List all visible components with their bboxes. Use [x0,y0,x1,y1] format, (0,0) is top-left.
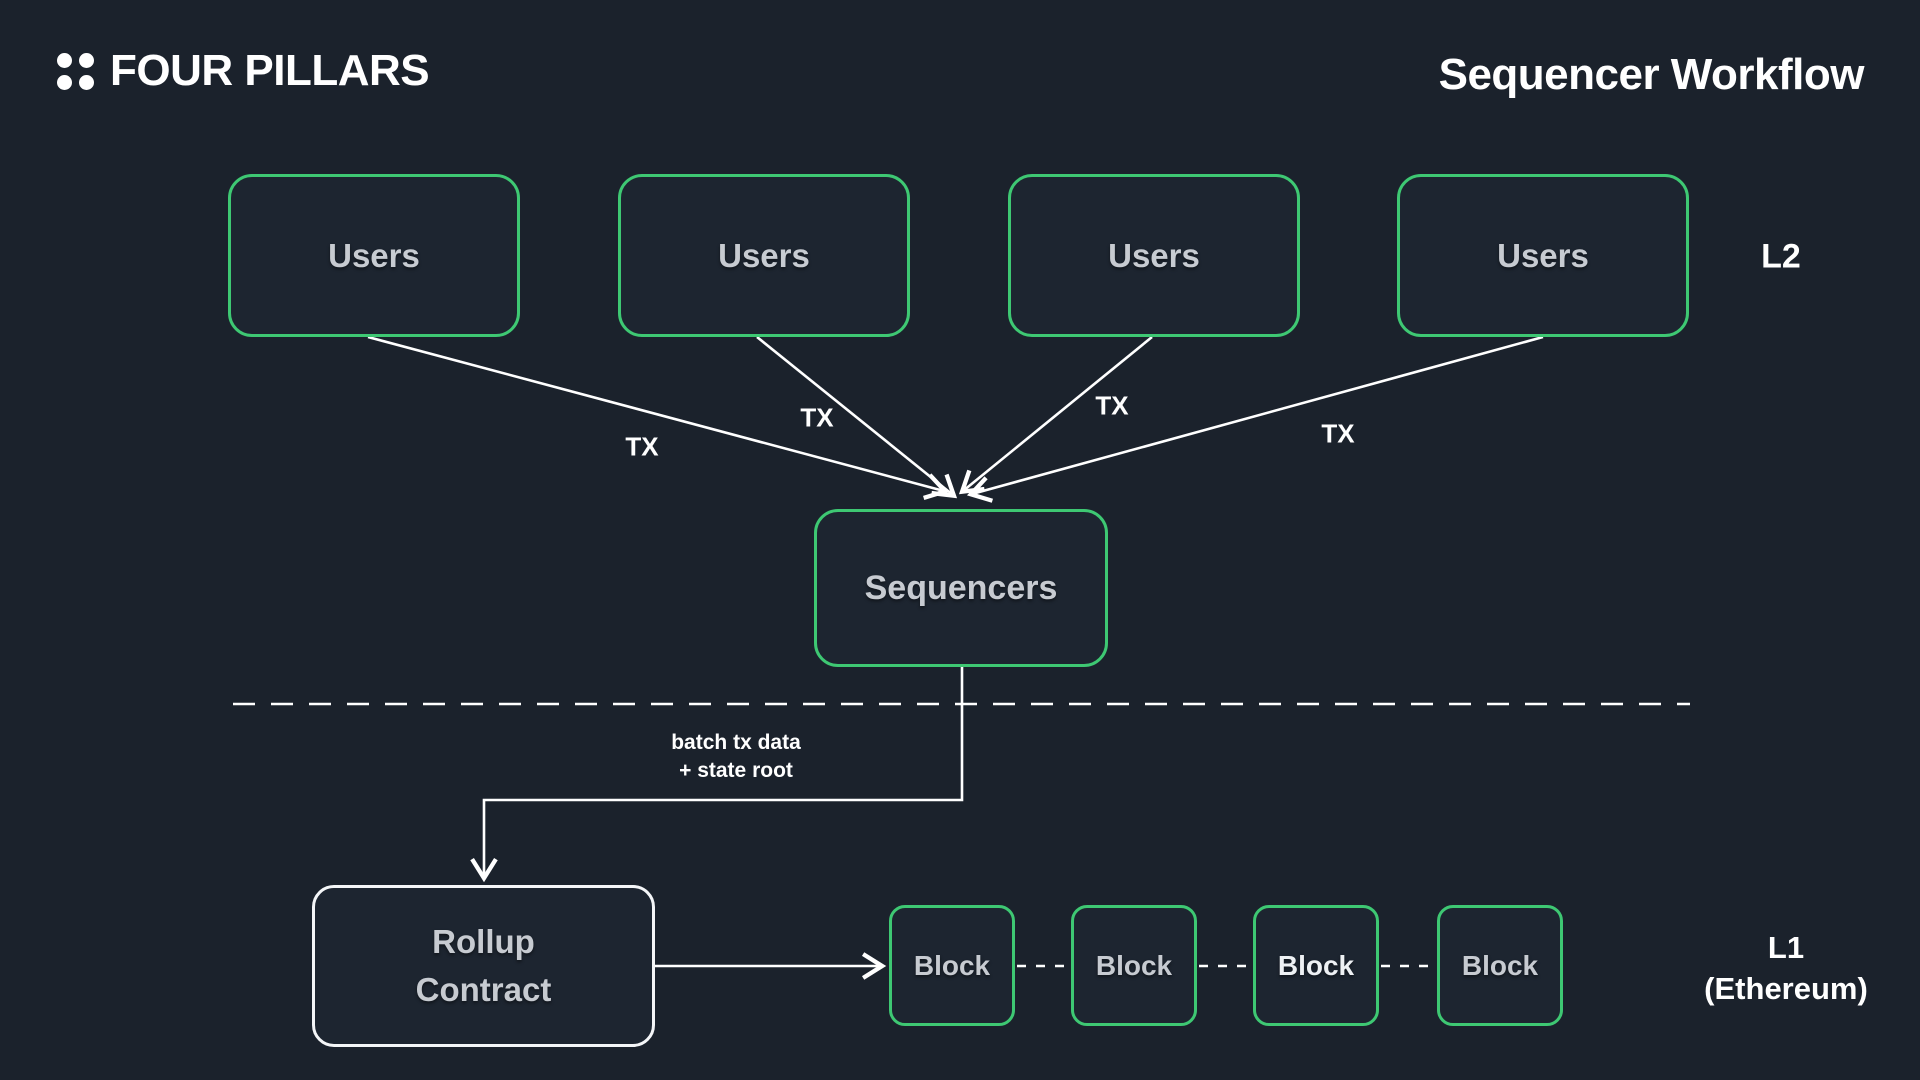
batch-data-line1: batch tx data [671,731,801,754]
node-users-3: Users [1008,174,1300,337]
brand-logo: FOUR PILLARS [57,46,430,96]
node-block-2: Block [1071,905,1197,1026]
node-block-4: Block [1437,905,1563,1026]
four-pillars-dots-icon [57,52,94,90]
node-rollup-contract: Rollup Contract [312,885,655,1047]
edge-label-tx-2: TX [800,402,834,433]
edge-label-batch-data: batch tx data + state root [671,729,801,785]
node-block-1: Block [889,905,1015,1026]
node-block-3: Block [1253,905,1379,1026]
node-users-2: Users [618,174,910,337]
brand-name: FOUR PILLARS [110,46,430,95]
l1-label-line1: L1 [1767,930,1805,965]
edge-users1-sequencers [367,335,950,500]
layer-label-l2: L2 [1761,237,1801,276]
node-users-4: Users [1397,174,1689,337]
page-title: Sequencer Workflow [1438,50,1865,99]
edge-label-tx-4: TX [1321,418,1355,449]
edge-label-tx-1: TX [625,431,659,462]
logo-dot [57,74,72,90]
node-sequencers-label: Sequencers [864,568,1058,607]
edge-users2-sequencers [756,335,958,499]
edge-users4-sequencers [966,335,1544,503]
node-users-4-label: Users [1497,236,1589,274]
node-users-2-label: Users [718,236,810,274]
logo-dot [79,74,94,90]
rollup-label-line1: Rollup [432,923,535,960]
logo-dot [79,52,94,68]
rollup-label-line2: Contract [415,971,552,1008]
node-users-3-label: Users [1108,236,1200,274]
node-block-2-label: Block [1095,949,1173,981]
edge-label-tx-3: TX [1095,390,1129,421]
logo-dot [57,52,72,68]
layer-label-l1: L1 (Ethereum) [1704,927,1868,1009]
node-sequencers: Sequencers [814,509,1108,667]
node-block-3-label: Block [1277,949,1355,981]
node-block-1-label: Block [913,949,991,981]
node-users-1-label: Users [328,236,420,274]
node-users-1: Users [228,174,520,337]
l1-label-line2: (Ethereum) [1704,971,1868,1006]
batch-data-line2: + state root [679,759,793,782]
node-block-4-label: Block [1461,949,1539,981]
